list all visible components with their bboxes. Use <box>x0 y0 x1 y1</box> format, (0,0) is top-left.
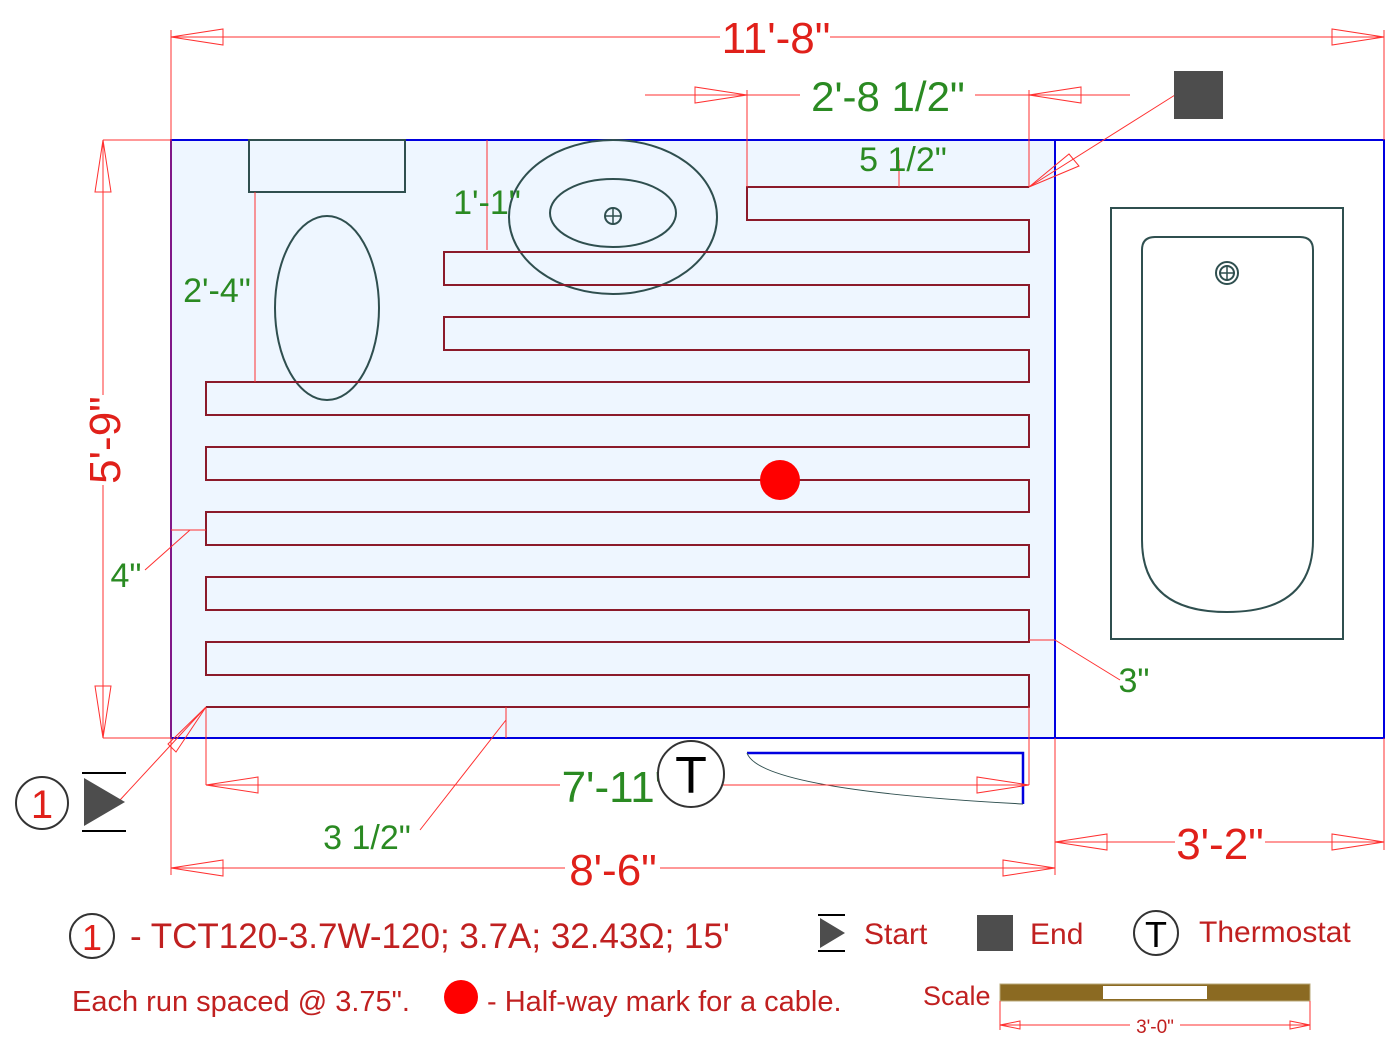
dim-room-height: 5'-9" <box>81 396 130 484</box>
dim-left-gap: 4" <box>111 557 142 595</box>
sink-basin <box>549 178 677 248</box>
legend-spacing-note: Each run spaced @ 3.75". <box>72 986 410 1018</box>
legend-cable-spec: - TCT120-3.7W-120; 3.7A; 32.43Ω; 15' <box>130 917 730 956</box>
halfway-mark <box>760 460 800 500</box>
legend-cable-number: 1 <box>82 917 102 958</box>
toilet-bowl <box>274 215 380 401</box>
dim-top-offset: 2'-8 1/2" <box>811 73 965 120</box>
legend: 1 - TCT120-3.7W-120; 3.7A; 32.43Ω; 15' S… <box>69 910 1351 1038</box>
tub-area <box>1054 139 1385 739</box>
scale-length: 3'-0" <box>1136 1017 1174 1038</box>
legend-start-label: Start <box>864 918 928 951</box>
legend-thermostat-symbol: T <box>1145 914 1167 955</box>
tub-drain-icon <box>1215 261 1239 285</box>
dim-overall-width: 11'-8" <box>722 14 831 63</box>
cable-end-marker <box>1174 71 1223 119</box>
thermostat-marker: T <box>657 740 725 808</box>
cable-number: 1 <box>31 783 53 827</box>
bathtub-basin <box>1141 236 1314 614</box>
dim-cable-span: 7'-11" <box>562 763 671 812</box>
door-swing <box>746 752 1024 805</box>
toilet-tank <box>248 139 406 193</box>
heated-area <box>170 139 1056 739</box>
legend-start-icon <box>820 918 845 948</box>
bathtub <box>1110 207 1344 640</box>
sink-drain-icon <box>604 207 622 225</box>
dimension-lines <box>94 28 1385 877</box>
thermostat-symbol: T <box>675 747 707 805</box>
dim-heated-width: 8'-6" <box>569 846 657 895</box>
heating-cable <box>205 186 1030 708</box>
legend-thermostat-label: Thermostat <box>1199 916 1351 949</box>
legend-halfway-icon <box>444 980 478 1014</box>
legend-end-icon <box>977 915 1013 951</box>
door <box>747 751 1025 804</box>
cable-start-marker: 1 <box>15 772 126 832</box>
dim-toilet-offset: 2'-4" <box>183 272 251 310</box>
legend-end-label: End <box>1030 918 1083 951</box>
scale-label: Scale <box>923 981 991 1011</box>
scale-bar: 3'-0" <box>999 983 1311 1038</box>
start-triangle-icon <box>84 778 125 826</box>
sink-outer <box>508 139 718 295</box>
dim-right-gap: 3" <box>1119 662 1150 700</box>
dim-sink-offset: 1'-1" <box>453 184 521 222</box>
dim-tub-width: 3'-2" <box>1176 820 1264 869</box>
legend-halfway-note: - Half-way mark for a cable. <box>487 986 842 1018</box>
dim-top-gap: 5 1/2" <box>859 141 947 179</box>
dim-bottom-gap: 3 1/2" <box>323 819 411 857</box>
